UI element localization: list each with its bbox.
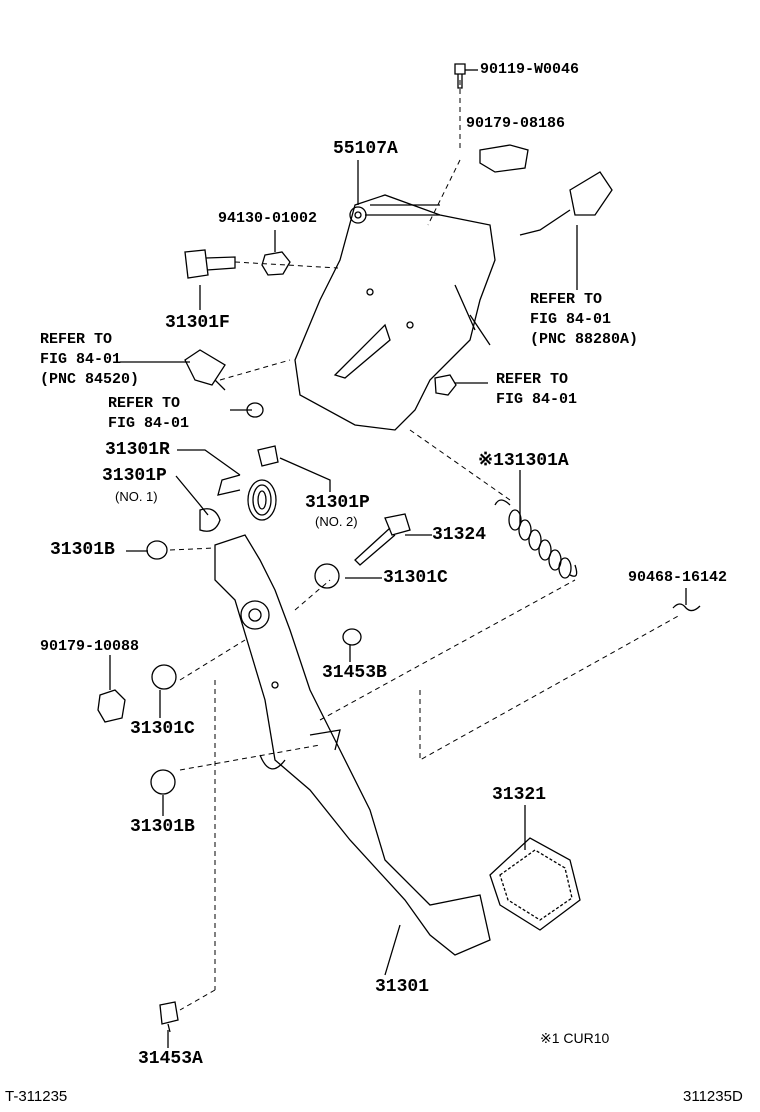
stopper-31453b xyxy=(342,628,362,646)
torsion-spring xyxy=(247,479,277,521)
pin-31301p-no2 xyxy=(257,445,279,467)
bolt-31301f xyxy=(184,249,236,279)
label-31301b-lower: 31301B xyxy=(130,817,195,837)
note-no1: (NO. 1) xyxy=(115,489,158,504)
label-55107a: 55107A xyxy=(333,139,398,159)
refer-line: (PNC 88280A) xyxy=(530,331,639,348)
label-94130-01002: 94130-01002 xyxy=(218,210,318,227)
collar-31301c-lower xyxy=(151,664,177,690)
label-31301c-upper: 31301C xyxy=(383,568,448,588)
stopper-31453a xyxy=(159,1001,179,1033)
clip-90179 xyxy=(479,144,529,173)
refer-note-right: REFER TO FIG 84-01 xyxy=(496,370,577,410)
bolt-31324 xyxy=(354,513,411,566)
refer-line: REFER TO xyxy=(530,291,603,308)
label-31301r: 31301R xyxy=(105,440,170,460)
label-31301c-lower: 31301C xyxy=(130,719,195,739)
label-31301f: 31301F xyxy=(165,313,230,333)
refer-line: FIG 84-01 xyxy=(40,351,122,368)
refer-line: REFER TO xyxy=(108,395,181,412)
small-parts-upper xyxy=(184,63,613,418)
label-31453a: 31453A xyxy=(138,1049,203,1069)
label-31301: 31301 xyxy=(375,977,430,997)
figure-id-left: T-311235 xyxy=(5,1088,68,1105)
note-no2: (NO. 2) xyxy=(315,514,358,529)
label-31453b: 31453B xyxy=(322,663,387,683)
pedal-bracket xyxy=(294,194,496,431)
refer-line: FIG 84-01 xyxy=(530,311,612,328)
refer-note-left: REFER TO FIG 84-01 xyxy=(108,394,189,434)
footnote: ※1 CUR10 xyxy=(540,1030,610,1046)
label-31301p-no2: 31301P xyxy=(305,493,370,513)
switch-right xyxy=(519,171,613,236)
leader-lines xyxy=(109,69,687,1048)
small-parts-lower xyxy=(97,445,701,1033)
clip-90468 xyxy=(672,603,701,612)
label-90119-w0046: 90119-W0046 xyxy=(480,61,580,78)
nut-left xyxy=(246,402,264,418)
bolt-90119 xyxy=(454,63,466,89)
label-31324: 31324 xyxy=(432,525,487,545)
nut-90179-10088 xyxy=(97,689,126,723)
refer-note-pnc-88280a: REFER TO FIG 84-01 (PNC 88280A) xyxy=(530,290,638,350)
pedal-pad-31321 xyxy=(489,837,581,931)
pedal-arm-31301 xyxy=(214,534,491,956)
switch-left xyxy=(184,349,226,391)
label-31301b-upper: 31301B xyxy=(50,540,115,560)
collar-31301c-upper xyxy=(314,563,340,589)
refer-line: REFER TO xyxy=(40,331,113,348)
label-31301a: ※131301A xyxy=(478,451,569,471)
bush-31301b-lower xyxy=(150,769,176,795)
label-31321: 31321 xyxy=(492,785,547,805)
refer-line: REFER TO xyxy=(496,371,569,388)
label-31301p-no1: 31301P xyxy=(102,466,167,486)
alignment-dashes xyxy=(169,80,681,1011)
refer-line: FIG 84-01 xyxy=(496,391,578,408)
bush-31301b-upper xyxy=(146,540,168,560)
bush-31301p-no1 xyxy=(199,508,221,532)
label-90179-10088: 90179-10088 xyxy=(40,638,140,655)
pin-31301r xyxy=(217,474,241,496)
label-90179-08186: 90179-08186 xyxy=(466,115,566,132)
nut-right xyxy=(434,374,457,396)
return-spring-31301a xyxy=(494,499,578,579)
refer-line: (PNC 84520) xyxy=(40,371,140,388)
refer-note-pnc-84520: REFER TO FIG 84-01 (PNC 84520) xyxy=(40,330,139,390)
nut-94130 xyxy=(261,251,291,276)
label-90468-16142: 90468-16142 xyxy=(628,569,728,586)
figure-id-right: 311235D xyxy=(683,1088,743,1105)
refer-line: FIG 84-01 xyxy=(108,415,190,432)
